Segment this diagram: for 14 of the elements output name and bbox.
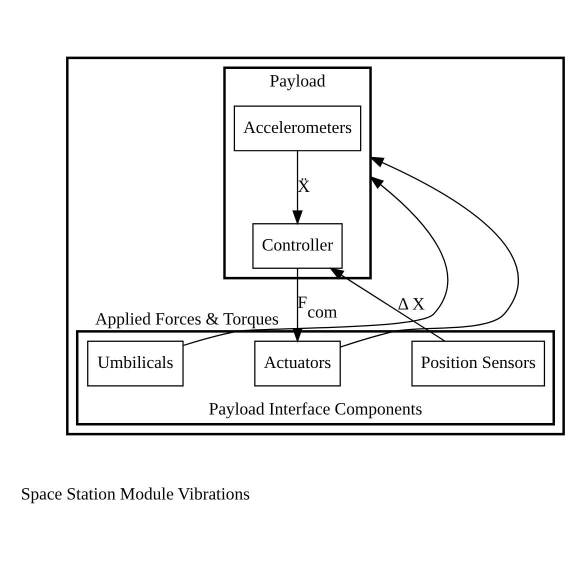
- cluster: [66, 56, 565, 435]
- edge-label: Δ X: [398, 294, 425, 313]
- edge-label: Ẍ: [298, 176, 310, 196]
- node-box: Actuators: [254, 340, 341, 386]
- edge-label: Applied Forces & Torques: [95, 308, 279, 328]
- arrow: [183, 175, 448, 346]
- node-box: Position Sensors: [411, 340, 546, 386]
- arrow: [340, 156, 519, 348]
- label: Space Station Module Vibrations: [20, 484, 250, 503]
- node-box: Umbilicals: [87, 340, 184, 386]
- arrow: [292, 150, 303, 225]
- arrow: [329, 266, 446, 341]
- node-box: Accelerometers: [234, 105, 362, 151]
- node-box: Controller: [252, 222, 343, 268]
